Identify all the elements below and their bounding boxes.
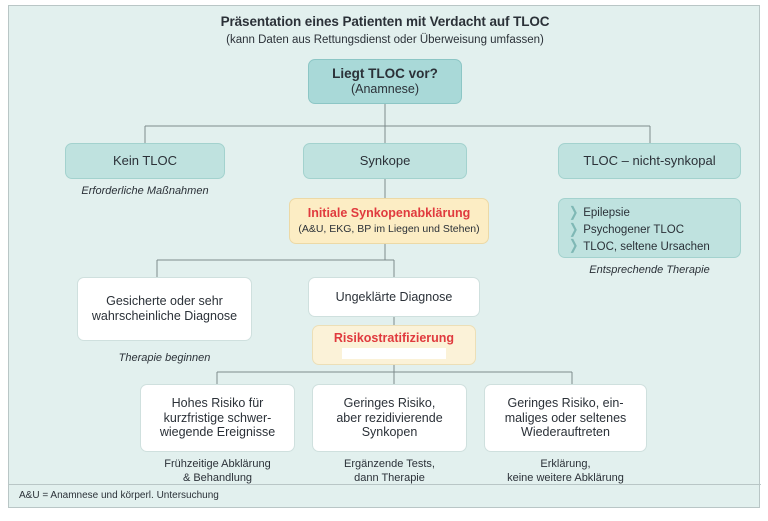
node-tloc-question-line1: Liegt TLOC vor?: [332, 66, 438, 82]
chevron-right-icon: ❯: [569, 238, 579, 254]
caption-geringes-risiko-einmalig-line1: Erklärung,: [540, 458, 591, 470]
node-geringes-risiko-rezidiv: Geringes Risiko, aber rezidivierende Syn…: [312, 384, 467, 452]
caption-hohes-risiko-line2: & Behandlung: [182, 471, 253, 484]
list-item: ❯ Psychogener TLOC: [569, 222, 740, 239]
node-geringes-risiko-einmalig-line3: Wiederauftreten: [521, 425, 610, 440]
footnote: A&U = Anamnese und körperl. Untersuchung: [19, 490, 219, 501]
node-hohes-risiko-line2: kurzfristige schwer-: [163, 410, 272, 425]
node-hohes-risiko: Hohes Risiko für kurzfristige schwer- wi…: [140, 384, 295, 452]
node-kein-tloc-label: Kein TLOC: [112, 153, 178, 169]
page-title: Präsentation eines Patienten mit Verdach…: [220, 14, 550, 29]
node-synkope-label: Synkope: [359, 153, 411, 169]
list-item-label: Epilepsie: [583, 207, 630, 220]
caption-geringes-risiko-rezidiv-line2: dann Therapie: [354, 471, 425, 484]
caption-kein-tloc: Erforderliche Maßnahmen: [81, 185, 209, 197]
node-risikostratifizierung-line1: Risikostratifizierung: [333, 331, 455, 346]
flowchart-figure: Präsentation eines Patienten mit Verdach…: [8, 5, 761, 508]
node-geringes-risiko-rezidiv-line3: Synkopen: [361, 425, 418, 440]
caption-hohes-risiko: Frühzeitige Abklärung & Behandlung: [140, 458, 295, 486]
node-tloc-question: Liegt TLOC vor? (Anamnese): [308, 59, 462, 104]
node-hohes-risiko-line3: wiegende Ereignisse: [159, 425, 276, 440]
node-gesicherte-diagnose-line1: Gesicherte oder sehr: [106, 294, 223, 309]
node-geringes-risiko-einmalig: Geringes Risiko, ein- maliges oder selte…: [484, 384, 647, 452]
page-subtitle: (kann Daten aus Rettungsdienst oder Über…: [226, 34, 544, 46]
caption-geringes-risiko-einmalig: Erklärung, keine weitere Abklärung: [479, 458, 652, 486]
footnote-divider: [9, 484, 761, 485]
node-geringes-risiko-rezidiv-line2: aber rezidivierende: [336, 410, 443, 425]
node-gesicherte-diagnose: Gesicherte oder sehr wahrscheinliche Dia…: [77, 277, 252, 341]
chevron-right-icon: ❯: [569, 221, 579, 237]
node-initiale-synkopenabklaerung: Initiale Synkopenabklärung (A&U, EKG, BP…: [289, 198, 489, 244]
caption-geringes-risiko-rezidiv: Ergänzende Tests, dann Therapie: [312, 458, 467, 486]
node-synkope: Synkope: [303, 143, 467, 179]
chevron-right-icon: ❯: [569, 205, 579, 221]
node-hohes-risiko-line1: Hohes Risiko für: [171, 395, 264, 410]
node-initiale-line2: (A&U, EKG, BP im Liegen und Stehen): [298, 223, 480, 236]
caption-hohes-risiko-line1: Frühzeitige Abklärung: [164, 458, 271, 470]
node-nicht-synkopal-causes: ❯ Epilepsie ❯ Psychogener TLOC ❯ TLOC, s…: [558, 198, 741, 258]
node-tloc-question-line2: (Anamnese): [350, 82, 420, 97]
node-geringes-risiko-einmalig-line2: maliges oder seltenes: [504, 410, 627, 425]
caption-geringes-risiko-rezidiv-line1: Ergänzende Tests,: [344, 458, 435, 470]
list-item: ❯ Epilepsie: [569, 205, 740, 222]
node-risikostratifizierung: Risikostratifizierung: [312, 325, 476, 365]
node-nicht-synkopal-label: TLOC – nicht-synkopal: [583, 153, 716, 169]
node-ungeklaerte-diagnose-label: Ungeklärte Diagnose: [335, 289, 453, 304]
node-geringes-risiko-einmalig-line1: Geringes Risiko, ein-: [507, 395, 624, 410]
list-item-label: TLOC, seltene Ursachen: [583, 240, 710, 253]
list-item-label: Psychogener TLOC: [583, 224, 685, 237]
caption-gesicherte-diagnose: Therapie beginnen: [118, 352, 211, 364]
caption-geringes-risiko-einmalig-line2: keine weitere Abklärung: [507, 471, 624, 484]
node-gesicherte-diagnose-line2: wahrscheinliche Diagnose: [91, 309, 238, 323]
node-risikostratifizierung-blank-line: [342, 347, 446, 359]
node-initiale-line1: Initiale Synkopenabklärung: [307, 206, 471, 221]
caption-nicht-synkopal: Entsprechende Therapie: [589, 264, 710, 276]
node-nicht-synkopal: TLOC – nicht-synkopal: [558, 143, 741, 179]
list-item: ❯ TLOC, seltene Ursachen: [569, 238, 740, 256]
node-ungeklaerte-diagnose: Ungeklärte Diagnose: [308, 277, 480, 317]
node-geringes-risiko-rezidiv-line1: Geringes Risiko,: [343, 395, 436, 410]
node-kein-tloc: Kein TLOC: [65, 143, 225, 179]
